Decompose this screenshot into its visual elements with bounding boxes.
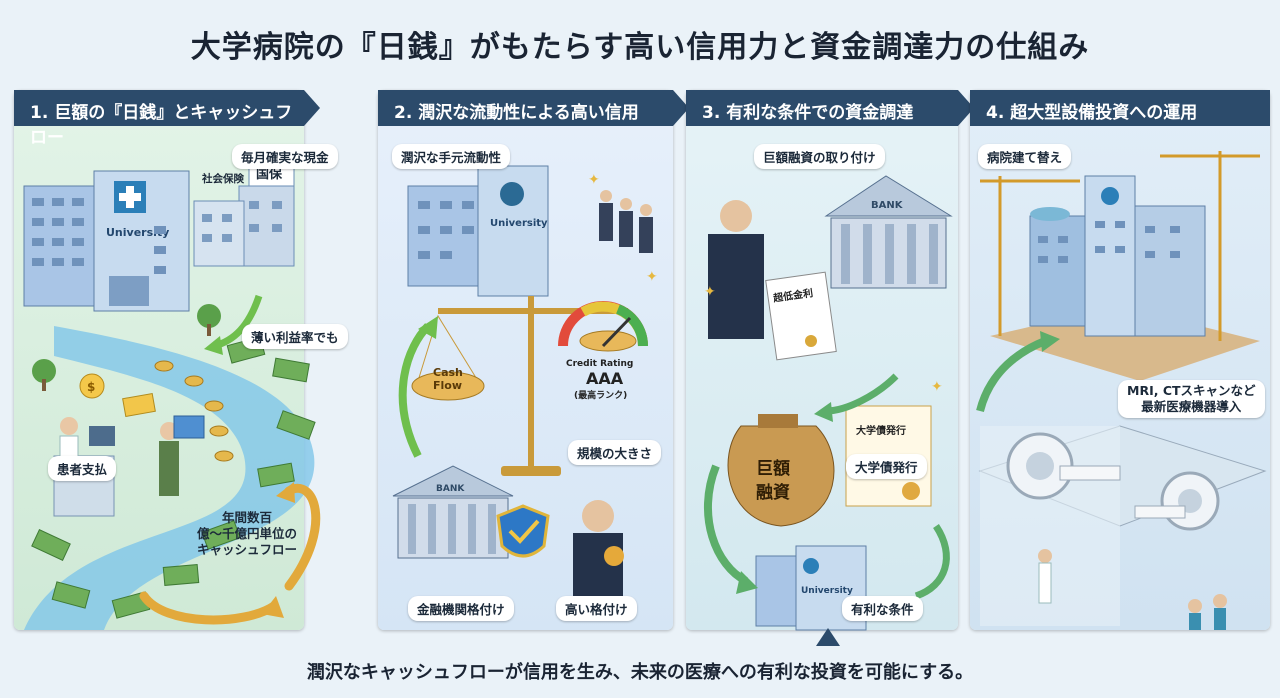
- sparkle-icon: ✦: [931, 379, 943, 395]
- bag-label-1: 巨額: [756, 458, 790, 479]
- panel-heading: 3. 有利な条件での資金調達: [686, 90, 958, 126]
- financing-illustration: BANK 超低金利 巨額 融資 大学債発行: [704, 175, 953, 631]
- label-annual-cashflow: 年間数百 億〜千億円単位の キャッシュフロー: [196, 510, 297, 557]
- sparkle-icon: ✦: [704, 284, 716, 300]
- construction-cranes: [980, 151, 1260, 341]
- label-liquidity: 潤沢な手元流動性: [392, 144, 511, 169]
- dollar-icon: $: [87, 380, 95, 394]
- label-equipment: MRI, CTスキャンなど 最新医療機器導入: [1118, 380, 1265, 418]
- page-title: 大学病院の『日銭』がもたらす高い信用力と資金調達力の仕組み: [190, 30, 1090, 65]
- label-monthly-cash: 毎月確実な現金: [232, 144, 338, 169]
- university-label: University: [490, 218, 548, 229]
- cashflow-illustration: University 国保 社会保険: [23, 155, 321, 630]
- coins: [154, 360, 234, 462]
- bank-label: BANK: [436, 484, 465, 494]
- banknotes: [31, 336, 316, 619]
- credit-rating-gauge: Credit Rating AAA (最高ランク): [558, 301, 648, 401]
- investment-illustration: [976, 151, 1267, 630]
- flow-arrow-2: [673, 90, 689, 126]
- cashflow-label-1: Cash: [433, 366, 463, 379]
- bank-building: BANK: [392, 465, 514, 559]
- liquidity-illustration: University Cash Flow Credit Rating: [392, 165, 658, 613]
- label-favorable-terms: 有利な条件: [842, 596, 923, 621]
- label-rebuild: 病院建て替え: [978, 144, 1072, 169]
- panel-liquidity: 2. 潤沢な流動性による高い信用 University Cash Flow: [378, 90, 673, 630]
- medical-equipment-room: [978, 425, 1267, 630]
- label-scale: 規模の大きさ: [568, 440, 662, 465]
- cashflow-label-2: Flow: [433, 379, 462, 392]
- bank-label: BANK: [871, 200, 904, 211]
- businessman: 超低金利: [708, 200, 837, 361]
- insurance-buildings: 国保 社会保険: [193, 155, 295, 267]
- panel-investment: 4. 超大型設備投資への運用: [970, 90, 1270, 630]
- panel-financing: 3. 有利な条件での資金調達 BANK 超低金利 巨額 融資 大学債発行: [686, 90, 958, 631]
- flow-arrow-1: [304, 90, 320, 126]
- shield-icon: [496, 504, 550, 558]
- money-bag: 巨額 融資: [727, 414, 835, 527]
- national-insurance-label: 国保: [256, 166, 283, 182]
- bag-label-2: 融資: [756, 483, 790, 503]
- label-bond-issue: 大学債発行: [846, 454, 927, 479]
- sparkle-icon: ✦: [588, 172, 600, 188]
- university-label: University: [801, 586, 853, 596]
- bank-building: BANK: [824, 175, 953, 289]
- business-people: [599, 190, 653, 253]
- money-river: [24, 326, 315, 630]
- bond-certificate-label: 大学債発行: [856, 424, 906, 437]
- panel-heading: 4. 超大型設備投資への運用: [970, 90, 1270, 126]
- label-large-loan: 巨額融資の取り付け: [754, 144, 885, 169]
- university-building: University: [755, 545, 867, 631]
- label-high-rating: 高い格付け: [556, 596, 637, 621]
- panel-heading: 1. 巨額の『日銭』とキャッシュフロー: [14, 90, 304, 148]
- new-hospital-building: [1029, 175, 1206, 337]
- university-hospital-building: University: [23, 170, 190, 312]
- footer-pointer-icon: [816, 628, 840, 646]
- label-financial-rating: 金融機関格付け: [408, 596, 514, 621]
- panel-cashflow: 1. 巨額の『日銭』とキャッシュフロー University 国保: [14, 90, 348, 630]
- cycle-arrows: [139, 483, 321, 625]
- credit-rating-label: Credit Rating: [566, 359, 633, 369]
- university-building: University: [407, 165, 549, 297]
- cashier-scene: $: [53, 373, 205, 517]
- rating-note: (最高ランク): [574, 389, 627, 401]
- footer-summary: 潤沢なキャッシュフローが信用を生み、未来の医療への有利な投資を可能にする。: [306, 662, 974, 683]
- university-label: University: [106, 226, 169, 239]
- social-insurance-label: 社会保険: [201, 172, 244, 185]
- label-patient-payment: 患者支払: [48, 456, 117, 481]
- sparkle-icon: ✦: [646, 269, 658, 285]
- panel-heading: 2. 潤沢な流動性による高い信用: [378, 90, 673, 126]
- label-low-margin: 薄い利益率でも: [242, 324, 348, 349]
- rating-value: AAA: [586, 369, 624, 388]
